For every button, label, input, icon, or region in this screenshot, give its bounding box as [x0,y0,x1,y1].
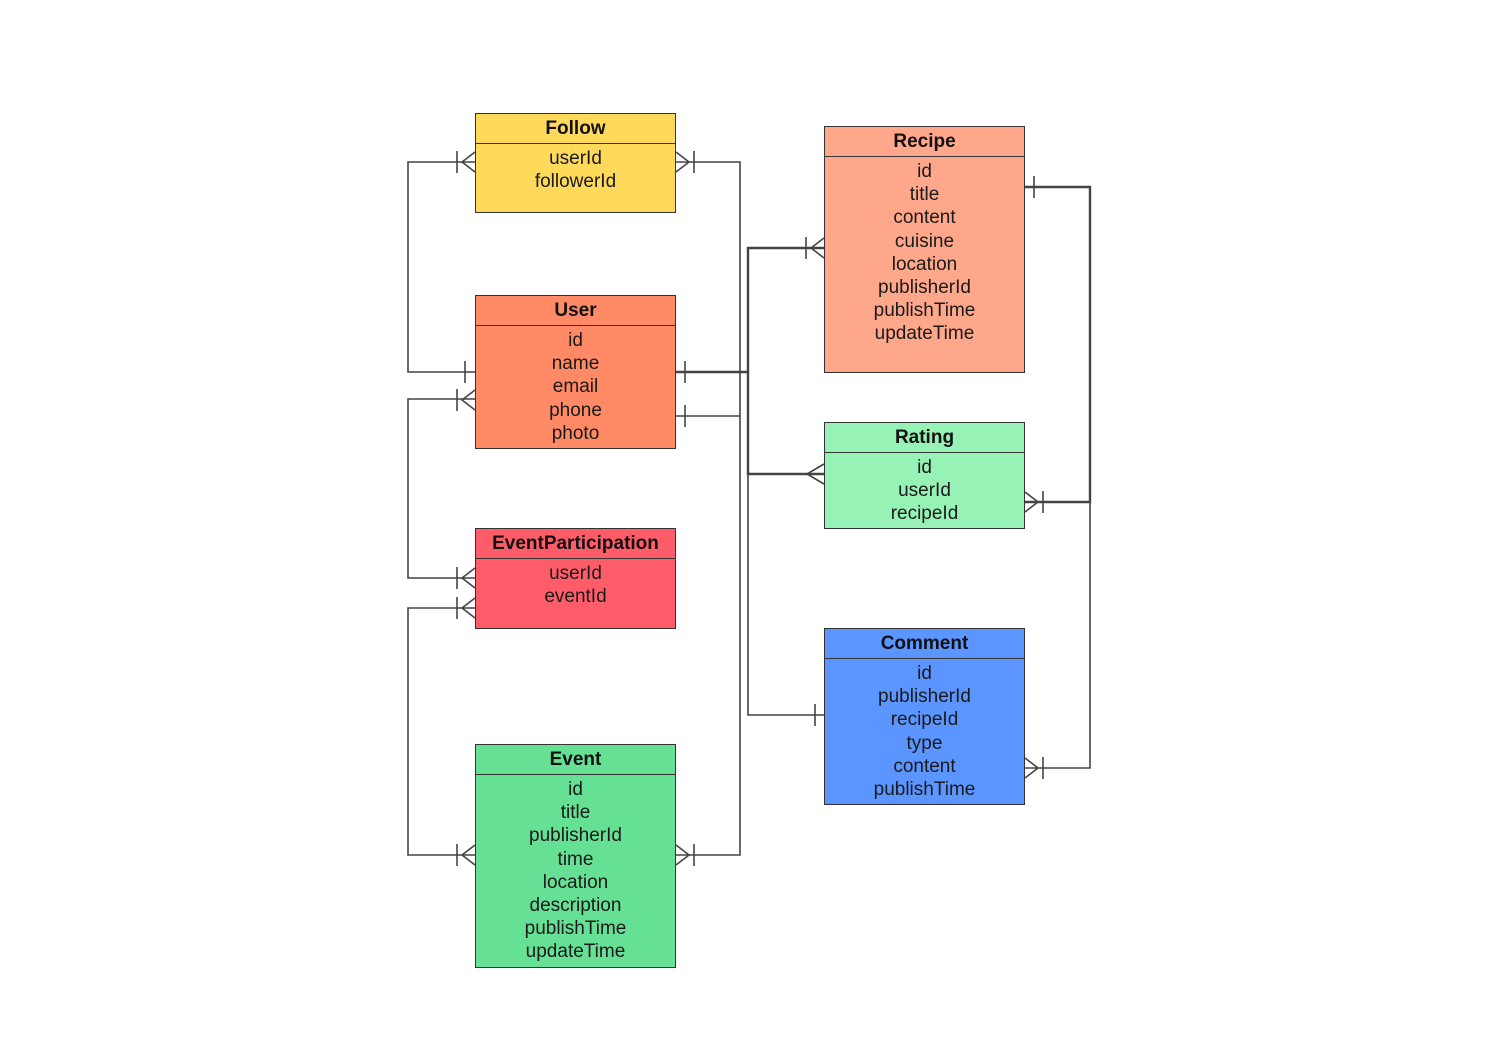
field: title [560,802,591,824]
entity-comment-fields: id publisherId recipeId type content pub… [825,659,1024,801]
field: publisherId [878,277,971,299]
entity-follow-fields: userId followerId [476,144,675,193]
connector-recipe-rating [1025,185,1092,504]
field: cuisine [894,230,955,252]
entity-user-title: User [476,296,675,326]
connector-user-recipe [676,246,824,374]
connector-user-follow-userid [407,161,475,373]
field: recipeId [890,709,959,731]
field: userId [898,480,951,502]
connector-user-rating [746,372,824,476]
entity-event-title: Event [476,745,675,775]
field: recipeId [890,503,959,525]
field: photo [551,422,600,444]
crows-foot-comment-right [1024,757,1044,779]
field: email [552,376,599,398]
field: followerId [534,171,617,193]
field: publishTime [873,300,976,322]
crows-foot-recipe [805,237,825,259]
crows-foot-follow-left [456,151,476,173]
field: userId [549,563,602,584]
crows-foot-event-left [456,844,476,866]
field: location [542,871,609,893]
connector-user-comment [747,474,824,716]
entity-follow-title: Follow [476,114,675,144]
field: type [906,732,943,754]
connector-user-eventparticipation [407,398,475,579]
entity-comment[interactable]: Comment id publisherId recipeId type con… [824,628,1025,805]
entity-rating[interactable]: Rating id userId recipeId [824,422,1025,529]
field: time [557,848,594,870]
crows-foot-ep-event [456,597,476,619]
field: id [917,663,932,684]
entity-follow[interactable]: Follow userId followerId [475,113,676,213]
entity-recipe-title: Recipe [825,127,1024,157]
field: content [893,755,956,777]
field: eventId [544,586,607,608]
crows-foot-event-right [675,844,695,866]
entity-rating-title: Rating [825,423,1024,453]
field: id [917,161,932,182]
entity-comment-title: Comment [825,629,1024,659]
crows-foot-follow-right [675,151,695,173]
connector-follow-event-spine [676,161,741,856]
crows-foot-rating-left [805,463,825,485]
entity-user[interactable]: User id name email phone photo [475,295,676,449]
entity-event-fields: id title publisherId time location descr… [476,775,675,964]
field: publisherId [878,686,971,708]
connector-eventparticipation-event [407,607,475,856]
crows-foot-rating-right [1024,491,1044,513]
entity-event[interactable]: Event id title publisherId time location… [475,744,676,968]
field: phone [549,399,602,421]
field: content [893,207,956,229]
entity-recipe-fields: id title content cuisine location publis… [825,157,1024,346]
field: id [568,779,583,800]
field: description [529,895,622,917]
field: publishTime [524,918,627,940]
field: title [909,184,940,206]
field: updateTime [525,941,626,963]
field: id [568,330,583,351]
field: id [917,457,932,478]
entity-recipe[interactable]: Recipe id title content cuisine location… [824,126,1025,373]
connector-recipe-comment [1025,502,1091,769]
field: updateTime [874,323,975,345]
entity-rating-fields: id userId recipeId [825,453,1024,526]
entity-eventparticipation[interactable]: EventParticipation userId eventId [475,528,676,629]
field: userId [549,148,602,169]
field: name [551,353,600,375]
entity-eventparticipation-fields: userId eventId [476,559,675,608]
entity-user-fields: id name email phone photo [476,326,675,445]
field: publishTime [873,779,976,801]
crows-foot-user-ep [456,389,476,411]
field: publisherId [529,825,622,847]
crows-foot-ep-user [456,567,476,589]
entity-eventparticipation-title: EventParticipation [476,529,675,559]
field: location [891,253,958,275]
